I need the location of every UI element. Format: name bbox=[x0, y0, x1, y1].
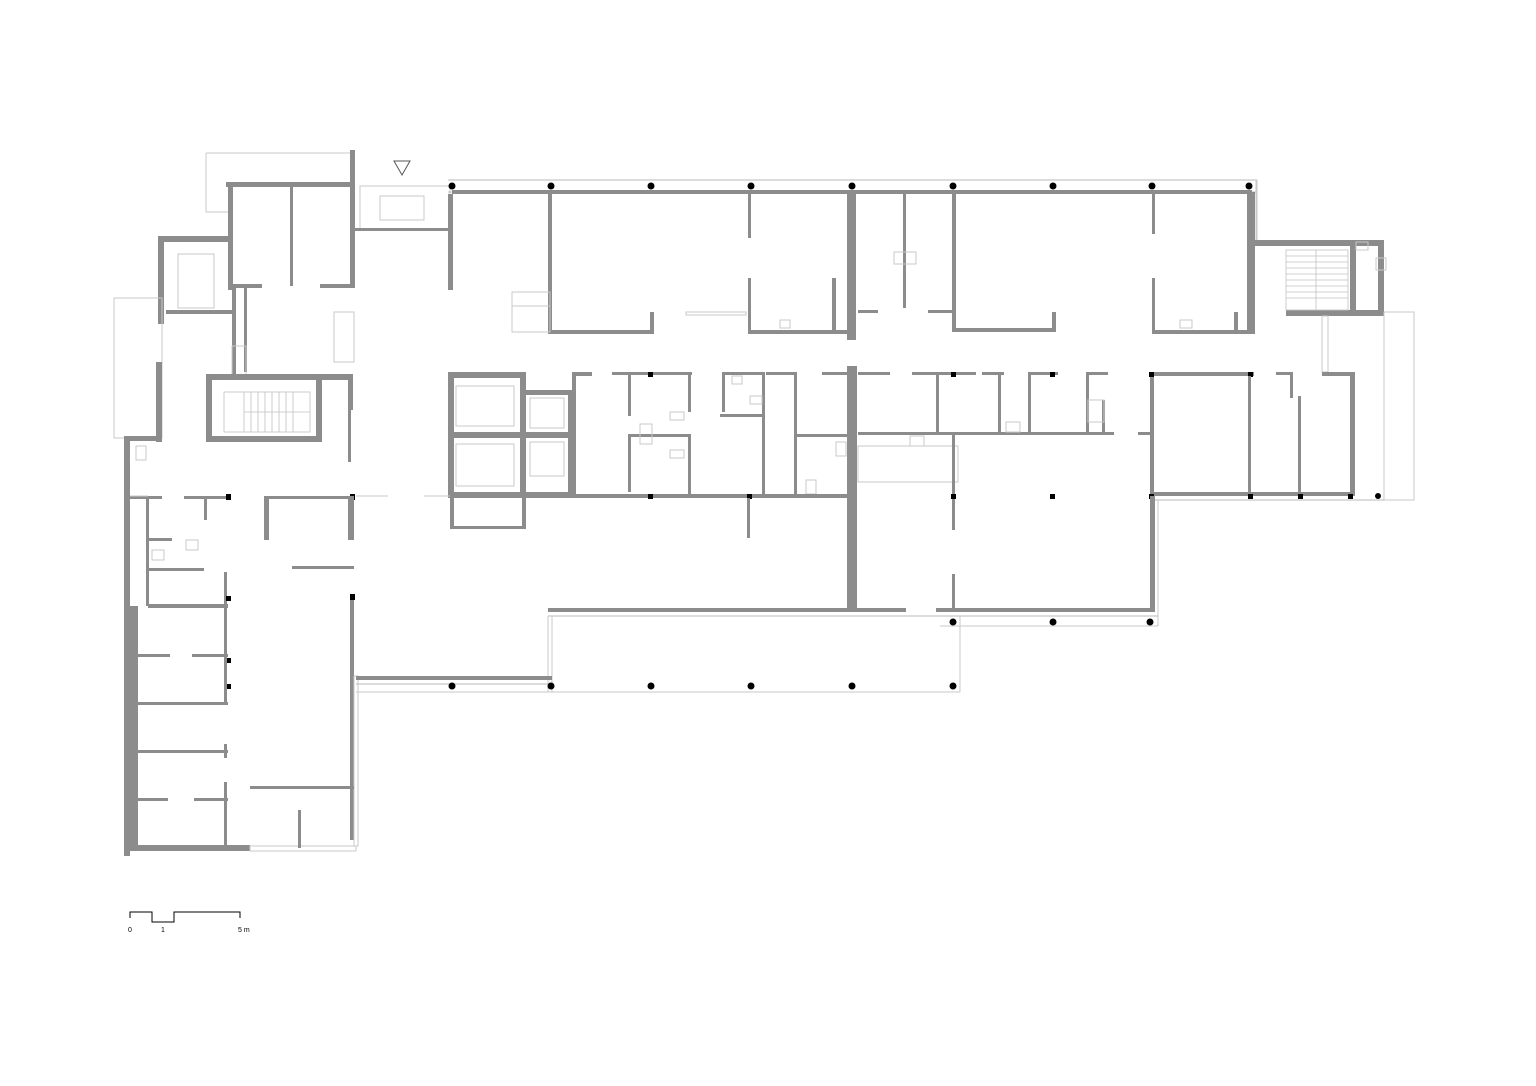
central-cores bbox=[448, 372, 574, 529]
west-wing-lower bbox=[130, 494, 359, 848]
south-columns bbox=[448, 618, 1154, 690]
west-exterior-wall bbox=[124, 362, 357, 856]
north-classrooms bbox=[511, 190, 1255, 340]
scale-bar: 0 1 5 m bbox=[128, 911, 250, 934]
scale-label-one: 1 bbox=[161, 927, 165, 934]
entrance-triangle-icon bbox=[393, 160, 411, 177]
central-spine-wall bbox=[847, 366, 857, 612]
west-wing-upper bbox=[113, 150, 453, 439]
scale-label-five: 5 m bbox=[238, 927, 250, 934]
east-stair-core bbox=[1254, 240, 1415, 501]
scale-label-zero: 0 bbox=[128, 927, 132, 934]
east-central-rooms bbox=[857, 372, 1384, 618]
central-small-rooms bbox=[572, 372, 850, 538]
west-stair-core bbox=[206, 374, 353, 462]
entrance-canopy bbox=[205, 152, 451, 231]
north-columns bbox=[448, 182, 1253, 190]
south-facade bbox=[356, 608, 1159, 693]
east-stair-treads bbox=[1285, 249, 1349, 311]
west-stair-treads bbox=[223, 391, 311, 433]
